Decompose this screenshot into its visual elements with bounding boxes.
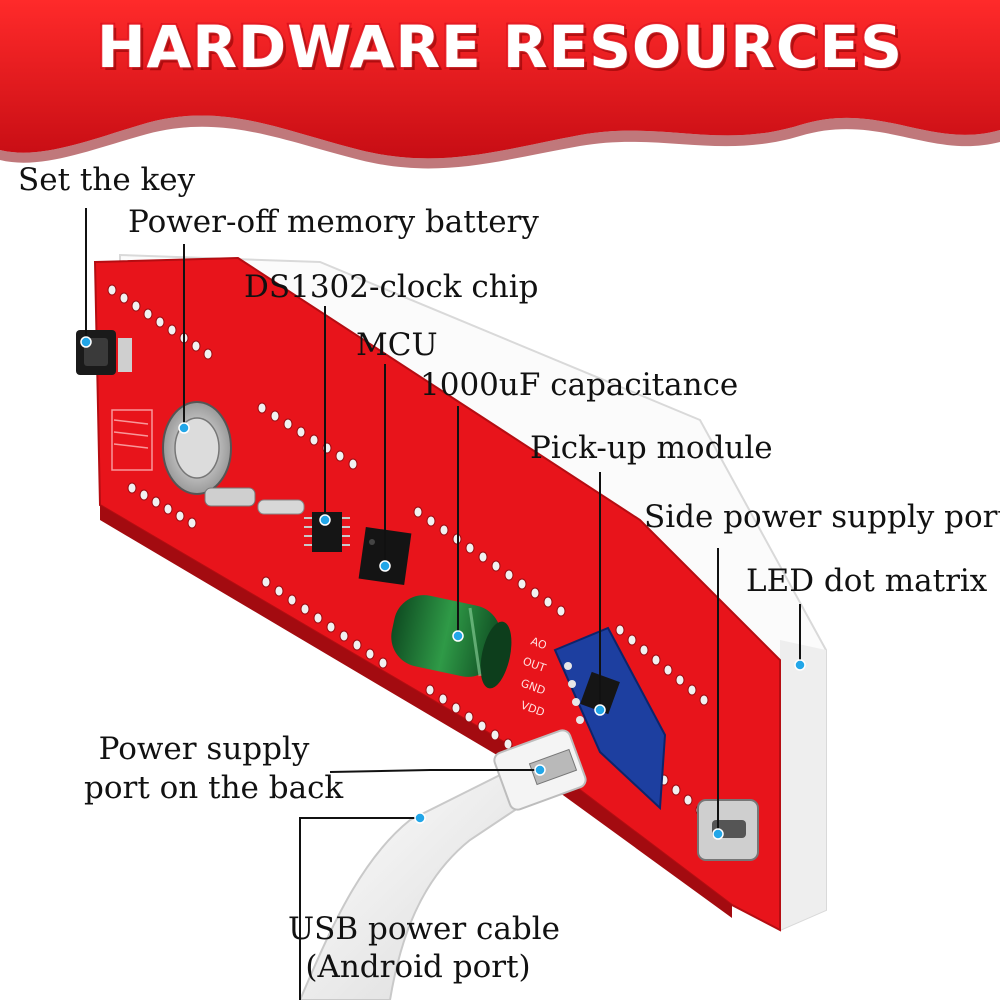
pin-hole <box>261 576 271 588</box>
label-back-port-line2: port on the back <box>84 770 344 806</box>
pin-hole <box>675 674 685 686</box>
side-power-port <box>697 799 759 861</box>
pin-hole <box>352 639 362 651</box>
pin-hole <box>627 634 637 646</box>
pin-hole <box>699 694 709 706</box>
pin-hole <box>300 603 310 615</box>
pin-hole <box>107 284 117 296</box>
pin-hole <box>143 308 153 320</box>
pin-hole <box>639 644 649 656</box>
pin-hole <box>651 654 661 666</box>
pin-hole <box>615 624 625 636</box>
label-back-port-line1: Power supply <box>98 731 310 767</box>
pin-hole <box>155 316 165 328</box>
pin-hole <box>543 596 553 608</box>
pin-hole <box>163 503 173 515</box>
pin-hole <box>478 551 488 563</box>
pin-hole <box>504 569 514 581</box>
callout-markers <box>80 336 806 840</box>
label-set-key: Set the key <box>18 162 196 198</box>
pin-hole <box>287 594 297 606</box>
pin-hole <box>274 585 284 597</box>
pin-hole <box>309 434 319 446</box>
pin-hole <box>326 621 336 633</box>
label-clock-chip: DS1302-clock chip <box>244 269 539 305</box>
pin-hole <box>663 664 673 676</box>
pin-hole <box>270 410 280 422</box>
pin-hole <box>425 684 435 696</box>
pin-hole <box>187 517 197 529</box>
pin-hole <box>426 515 436 527</box>
pin-hole <box>464 711 474 723</box>
pin-hole <box>671 784 681 796</box>
pcb-board <box>93 256 781 932</box>
label-battery: Power-off memory battery <box>128 204 539 240</box>
pin-hole <box>175 510 185 522</box>
pin-hole <box>167 324 177 336</box>
pin-hole <box>517 578 527 590</box>
svg-text:AO: AO <box>529 635 549 653</box>
pin-hole <box>413 506 423 518</box>
pin-hole <box>151 496 161 508</box>
pin-hole <box>131 300 141 312</box>
pin-hole <box>683 794 693 806</box>
pin-hole <box>257 402 267 414</box>
pin-hole <box>687 684 697 696</box>
pin-hole <box>451 702 461 714</box>
pin-hole <box>203 348 213 360</box>
label-usb-line2: (Android port) <box>305 949 531 985</box>
pin-hole <box>127 482 137 494</box>
pin-hole <box>283 418 293 430</box>
pin-hole <box>378 657 388 669</box>
pin-hole <box>365 648 375 660</box>
pin-hole <box>339 630 349 642</box>
pin-hole <box>348 458 358 470</box>
pin-hole <box>556 605 566 617</box>
pin-hole <box>296 426 306 438</box>
pin-hole <box>503 738 513 750</box>
label-mcu: MCU <box>356 327 438 363</box>
callout-lines <box>85 208 801 1000</box>
label-pickup: Pick-up module <box>530 430 773 466</box>
label-capacitance: 1000uF capacitance <box>420 367 739 403</box>
title-banner <box>0 0 1000 169</box>
pin-hole <box>530 587 540 599</box>
pin-hole <box>490 729 500 741</box>
pin-hole <box>477 720 487 732</box>
label-led-matrix: LED dot matrix <box>746 563 988 599</box>
pin-hole <box>438 693 448 705</box>
pin-hole <box>119 292 129 304</box>
pin-hole <box>465 542 475 554</box>
label-usb-line1: USB power cable <box>288 911 561 947</box>
pin-hole <box>313 612 323 624</box>
pin-hole <box>491 560 501 572</box>
capacitor-1000uf <box>391 595 512 689</box>
crystal-oscillator <box>257 499 305 515</box>
pin-hole <box>191 340 201 352</box>
pin-hole <box>335 450 345 462</box>
label-side-port: Side power supply port <box>644 499 1000 535</box>
banner-title: HARDWARE RESOURCES <box>95 13 904 81</box>
pin-hole <box>139 489 149 501</box>
pin-hole <box>439 524 449 536</box>
